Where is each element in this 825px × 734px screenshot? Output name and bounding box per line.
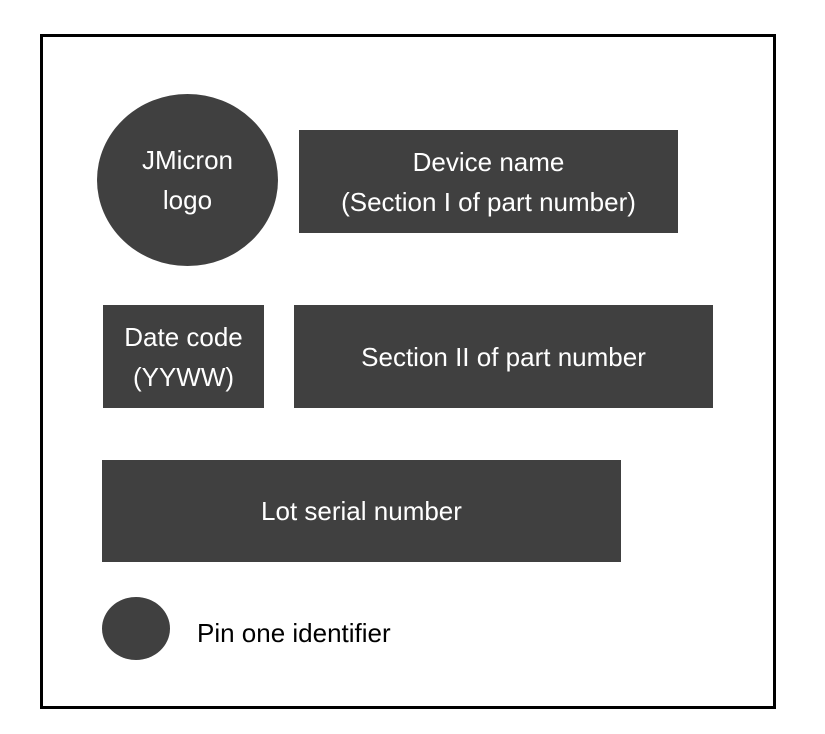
logo-text-line-1: JMicron [141, 145, 233, 175]
pin-one-dot [102, 597, 170, 660]
date-code-line-2: (YYWW) [132, 361, 235, 392]
device-name-line-1: Device name [412, 146, 565, 177]
date-code-text: Date code (YYWW) [124, 317, 243, 397]
logo-text-line-2: logo [162, 185, 213, 215]
jmicron-logo-circle: JMicron logo [97, 94, 278, 266]
date-code-block: Date code (YYWW) [103, 305, 264, 408]
lot-serial-block: Lot serial number [102, 460, 621, 562]
device-name-block: Device name (Section I of part number) [299, 130, 678, 233]
lot-serial-label: Lot serial number [261, 496, 462, 526]
pin-one-label: Pin one identifier [197, 618, 391, 648]
section-two-block: Section II of part number [294, 305, 713, 408]
device-name-text: Device name (Section I of part number) [341, 142, 636, 222]
section-two-label: Section II of part number [361, 341, 646, 372]
date-code-line-1: Date code [124, 321, 243, 352]
logo-text: JMicron logo [142, 140, 233, 220]
device-name-line-2: (Section I of part number) [341, 186, 636, 217]
